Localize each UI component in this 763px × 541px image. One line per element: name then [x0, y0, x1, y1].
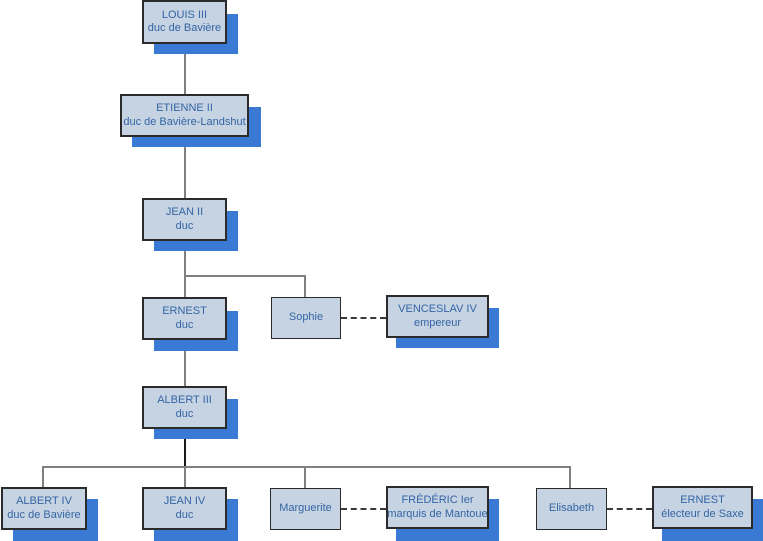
- connector-drop-marguerite: [304, 466, 306, 489]
- node-jean2-title: duc: [175, 219, 194, 232]
- marriage-sophie-venceslav: [341, 317, 386, 319]
- node-jean4[interactable]: JEAN IV duc: [142, 487, 227, 530]
- connector-bottom-sibling-bar: [42, 466, 571, 468]
- marriage-elisabeth-ernest: [607, 508, 652, 510]
- connector-drop-sophie: [304, 275, 306, 298]
- connector-drop-ernest: [184, 275, 186, 298]
- node-venceslav4-name: VENCESLAV IV: [398, 303, 477, 316]
- connector-jean2-sibling-bar: [184, 275, 306, 277]
- node-venceslav4-title: empereur: [413, 316, 462, 329]
- node-marguerite[interactable]: Marguerite: [270, 488, 341, 530]
- node-venceslav4[interactable]: VENCESLAV IV empereur: [386, 295, 489, 338]
- node-frederic1-name: FRÉDÉRIC Ier: [401, 494, 474, 507]
- node-ernest-title: duc: [175, 318, 194, 331]
- node-ernest-name: ERNEST: [162, 305, 207, 318]
- node-jean4-name: JEAN IV: [163, 495, 206, 508]
- node-jean4-title: duc: [175, 508, 194, 521]
- node-elisabeth[interactable]: Elisabeth: [536, 488, 607, 530]
- connector-etienne2-jean2: [184, 136, 186, 198]
- node-ernest[interactable]: ERNEST duc: [142, 297, 227, 340]
- connector-albert3-down: [184, 428, 186, 467]
- connector-louis3-etienne2: [184, 44, 186, 96]
- node-jean2-name: JEAN II: [165, 206, 204, 219]
- marriage-marguerite-frederic: [341, 508, 386, 510]
- node-marguerite-name: Marguerite: [279, 502, 332, 515]
- node-etienne2-title: duc de Bavière-Landshut: [123, 115, 246, 128]
- node-albert4-title: duc de Bavière: [7, 508, 81, 521]
- connector-drop-jean4: [184, 466, 186, 489]
- node-ernest-saxe[interactable]: ERNEST électeur de Saxe: [652, 486, 753, 529]
- node-sophie[interactable]: Sophie: [271, 297, 341, 339]
- node-albert3-name: ALBERT III: [157, 394, 212, 407]
- node-frederic1-title: marquis de Mantoue: [387, 507, 488, 520]
- node-louis3-name: LOUIS III: [161, 8, 208, 21]
- node-jean2[interactable]: JEAN II duc: [142, 198, 227, 241]
- node-albert4-name: ALBERT IV: [16, 495, 72, 508]
- node-louis3-title: duc de Bavière: [147, 22, 222, 34]
- node-albert3[interactable]: ALBERT III duc: [142, 386, 227, 429]
- node-albert4[interactable]: ALBERT IV duc de Bavière: [1, 487, 87, 530]
- node-etienne2-name: ETIENNE II: [156, 102, 213, 115]
- connector-drop-elisabeth: [569, 466, 571, 489]
- node-ernest-saxe-name: ERNEST: [680, 494, 725, 507]
- connector-jean2-down: [184, 240, 186, 276]
- node-elisabeth-name: Elisabeth: [548, 502, 595, 515]
- node-louis3[interactable]: LOUIS III duc de Bavière: [142, 0, 227, 44]
- connector-drop-albert4: [42, 466, 44, 489]
- node-etienne2[interactable]: ETIENNE II duc de Bavière-Landshut: [120, 94, 249, 137]
- node-ernest-saxe-title: électeur de Saxe: [661, 507, 744, 520]
- node-frederic1[interactable]: FRÉDÉRIC Ier marquis de Mantoue: [386, 486, 489, 529]
- connector-ernest-albert3: [184, 340, 186, 386]
- node-sophie-name: Sophie: [288, 311, 324, 324]
- node-albert3-title: duc: [175, 407, 194, 420]
